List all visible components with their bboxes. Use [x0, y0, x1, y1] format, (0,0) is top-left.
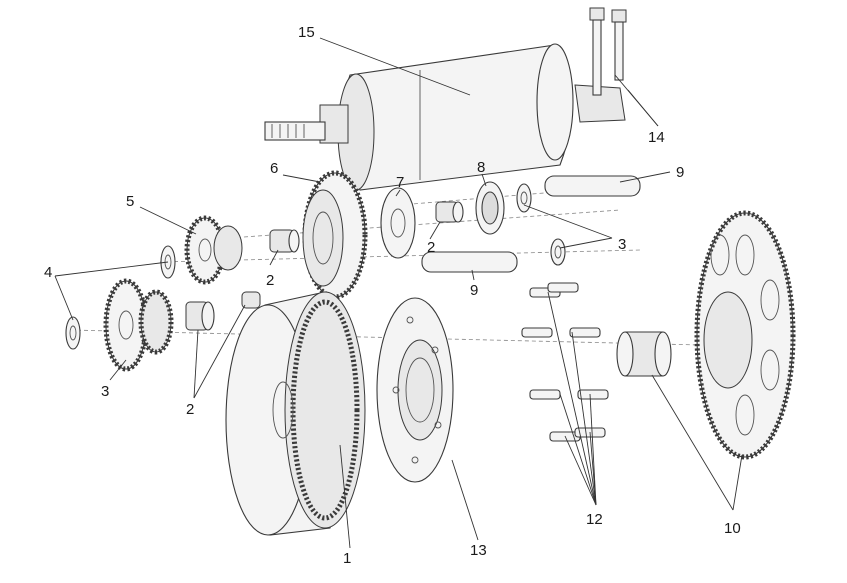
- screw-set-12: [521, 282, 609, 442]
- freewheel-13: [376, 297, 454, 483]
- callout-6: 6: [270, 160, 278, 177]
- callout-3-right: 3: [618, 236, 626, 253]
- callout-10: 10: [724, 520, 741, 537]
- callout-5: 5: [126, 193, 134, 210]
- callout-2-middle: 2: [266, 272, 274, 289]
- bushing-2-middle: [269, 229, 300, 253]
- callout-labels: 1 2 2 2 3 3 4 5 6 7 8 9 9 10 12 13 14 15: [44, 24, 741, 567]
- double-gear-5: [184, 215, 243, 285]
- bearing-8: [475, 181, 505, 235]
- ring-gear-10: [694, 210, 796, 460]
- washer-3-middle: [550, 238, 566, 266]
- callout-12: 12: [586, 511, 603, 528]
- starter-motor: [264, 43, 626, 191]
- callout-8: 8: [477, 159, 485, 176]
- bushing-2-lower: [185, 291, 261, 331]
- bushing-2-upper: [435, 201, 464, 223]
- large-gear: [302, 170, 368, 300]
- callout-14: 14: [648, 129, 665, 146]
- washer-3-upper: [516, 183, 532, 213]
- callout-7: 7: [396, 174, 404, 191]
- pin-9-lower: [421, 251, 518, 273]
- callout-15: 15: [298, 24, 315, 41]
- callout-13: 13: [470, 542, 487, 559]
- callout-3-left: 3: [101, 383, 109, 400]
- callout-9-upper: 9: [676, 164, 684, 181]
- pin-9-upper: [544, 175, 641, 197]
- callout-4: 4: [44, 264, 52, 281]
- callout-9-lower: 9: [470, 282, 478, 299]
- bolt-pair: [589, 7, 627, 96]
- callout-1: 1: [343, 550, 351, 567]
- washer-4-lower: [65, 316, 81, 350]
- sleeve-10: [616, 331, 672, 377]
- leader-lines: [54, 37, 743, 549]
- double-gear-3: [103, 278, 174, 372]
- washer-7: [380, 187, 416, 259]
- callout-2-top: 2: [427, 239, 435, 256]
- clutch-housing-1: [225, 291, 366, 536]
- callout-2-bottom: 2: [186, 401, 194, 418]
